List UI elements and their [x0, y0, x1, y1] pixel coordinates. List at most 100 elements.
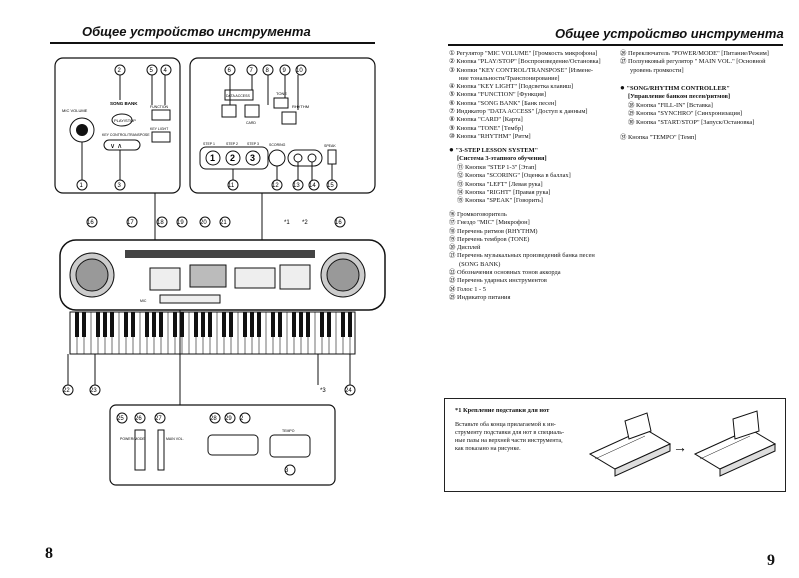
list-item: ⑫ Кнопка "SCORING" [Оценка в баллах] — [457, 172, 571, 180]
marker-14: 14 — [309, 183, 316, 189]
left-page-number: 8 — [45, 545, 53, 562]
right-page-title: Общее устройство инструмента — [555, 26, 784, 41]
marker-21: 21 — [220, 220, 227, 226]
marker-19: 19 — [177, 220, 184, 226]
list-item: ⑩ Кнопка "RHYTHM" [Ритм] — [449, 132, 531, 140]
step3-label: STEP 3 — [247, 142, 259, 146]
marker-13: 13 — [293, 183, 300, 189]
marker-3: 3 — [118, 183, 122, 189]
music-stand-illustration: → — [588, 410, 777, 477]
list-item: ⑨ Кнопка "TONE" [Тембр] — [449, 124, 524, 132]
marker-5: 5 — [150, 68, 154, 74]
card-label: CARD — [246, 121, 256, 125]
rhythm-label: RHYTHM — [292, 104, 309, 109]
list-item: ⑰ Гнездо "MIC" [Микрофон] — [449, 219, 530, 227]
list-item: ⑭ Кнопка "RIGHT" [Правая рука] — [457, 188, 551, 196]
list-item: (SONG BANK) — [459, 260, 501, 268]
list-item: ⑧ Кнопка "CARD" [Карта] — [449, 116, 523, 124]
svg-text:∨ ∧: ∨ ∧ — [110, 143, 122, 150]
speak-label: SPEAK — [324, 144, 336, 148]
list-item: ⑬ Кнопка "LEFT" [Левая рука] — [457, 180, 543, 188]
marker-24: 24 — [345, 388, 352, 394]
list-item: ① Регулятор "MIC VOLUME" [Громкость микр… — [449, 50, 598, 57]
scoring-label: SCORING — [269, 143, 286, 147]
right-title-rule — [448, 44, 783, 46]
lesson-section: ● "3-STEP LESSON SYSTEM" [Система 3-этап… — [449, 145, 547, 164]
marker-15: 15 — [327, 183, 334, 189]
marker-10: 10 — [296, 68, 303, 74]
keyboard-after-illustration — [693, 410, 777, 477]
lesson-subheader: [Система 3-этапного обучения] — [457, 155, 547, 163]
list-item: ⑮ Кнопка "SPEAK" [Говорить] — [457, 197, 543, 205]
list-item: ㉚ Кнопка "START/STOP" [Запуск/Остановка] — [628, 118, 755, 126]
star-2: *2 — [302, 220, 308, 226]
list-item: ㉒ Обозначения основных тонов аккорда — [449, 269, 561, 277]
right-list-col1b: ⑯ Громкоговоритель ⑰ Гнездо "MIC" [Микро… — [449, 211, 595, 302]
list-item: ㉗ Ползунковый регулятор " MAIN VOL." [Ос… — [620, 58, 766, 66]
left-title-rule — [50, 42, 375, 44]
marker-22: 22 — [63, 388, 70, 394]
black-keys — [75, 312, 352, 337]
list-item: ㉓ Перечень ударных инструментов — [449, 277, 547, 285]
marker-7: 7 — [250, 68, 254, 74]
marker-9: 9 — [283, 68, 287, 74]
key-light-label: KEY LIGHT — [150, 127, 169, 131]
play-stop-label: PLAY/STOP — [114, 118, 136, 123]
song-items: ㉘ Кнопка "FILL-IN" [Вставка] ㉙ Кнопка "S… — [628, 102, 754, 127]
list-item: ㉙ Кнопка "SYNCHRO" [Синхронизация] — [628, 110, 743, 118]
list-item: уровень громкости] — [630, 66, 684, 74]
list-item: ④ Кнопка "KEY LIGHT" [Подсветка клавиш] — [449, 83, 574, 91]
note-line: как показано на рисунке. — [455, 445, 521, 452]
list-item: ⑳ Дисплей — [449, 244, 481, 252]
marker-31: 3 — [285, 468, 289, 474]
star-3: *3 — [320, 388, 326, 394]
marker-16b: 16 — [335, 220, 342, 226]
main-vol-label: MAIN VOL. — [166, 437, 184, 441]
list-item: ㉑ Перечень музыкальных произведений банк… — [449, 252, 595, 260]
lesson-items: ⑪ Кнопки "STEP 1-3" [Этап] ⑫ Кнопка "SCO… — [457, 164, 571, 205]
left-page-title: Общее устройство инструмента — [82, 24, 311, 39]
bullet-icon: ● — [620, 83, 625, 92]
list-item: ние тональности/Транспонирование] — [459, 74, 560, 82]
marker-2: 2 — [118, 68, 122, 74]
marker-11: 11 — [228, 183, 235, 189]
note-title: *1 Крепление подставки для нот — [455, 407, 550, 414]
data-access-label: DATA ACCESS — [226, 94, 250, 98]
song-header: "SONG/RHYTHM CONTROLLER" — [626, 85, 730, 92]
list-item: ⑱ Перечень ритмов (RHYTHM) — [449, 227, 538, 235]
song-section: ● "SONG/RHYTHM CONTROLLER" [Управление б… — [620, 83, 731, 102]
list-item: ⑲ Перечень тембров (TONE) — [449, 235, 530, 243]
star-1: *1 — [284, 220, 290, 226]
right-page-number: 9 — [767, 552, 775, 569]
key-control-label: KEY CONTROL/TRANSPOSE — [102, 133, 150, 137]
list-item: ⑦ Индикатор "DATA ACCESS" [Доступ к данн… — [449, 108, 588, 116]
list-item: ⑯ Громкоговоритель — [449, 211, 507, 218]
step-1-button-glyph: 1 — [210, 153, 215, 163]
marker-20: 20 — [200, 220, 207, 226]
song-subheader: [Управление банком песен/ритмов] — [628, 93, 731, 101]
list-item: ㉘ Кнопка "FILL-IN" [Вставка] — [628, 102, 713, 109]
marker-18: 18 — [157, 220, 164, 226]
note-line: струменту подставки для нот в специаль- — [455, 429, 565, 436]
arrow-icon: → — [673, 439, 687, 455]
music-stand-note: *1 Крепление подставки для нот Вставьте … — [444, 398, 786, 492]
note-line: Вставьте оба конца прилагаемой к ин- — [455, 421, 556, 428]
list-item: ⑤ Кнопка "FUNCTION" [Функция] — [449, 91, 546, 99]
marker-29: 29 — [225, 416, 232, 422]
note-line: ные пазы на верхней части инструмента, — [455, 437, 563, 444]
power-mode-label: POWER/MODE — [120, 437, 145, 441]
marker-6: 6 — [228, 68, 232, 74]
step1-label: STEP 1 — [203, 142, 215, 146]
marker-28: 28 — [210, 416, 217, 422]
marker-27: 27 — [155, 416, 162, 422]
marker-17: 17 — [127, 220, 134, 226]
step-3-button-glyph: 3 — [250, 153, 255, 163]
tempo-label: TEMPO — [282, 429, 295, 433]
keyboard-before-illustration — [588, 412, 672, 477]
list-item: ㉖ Переключатель "POWER/MODE" [Питание/Ре… — [620, 50, 769, 57]
keyboard-diagram: MIC VOLUME SONG BANK PLAY/STOP KEY CONTR… — [54, 57, 386, 486]
marker-25: 25 — [117, 416, 124, 422]
list-item: ② Кнопка "PLAY/STOP" [Воспроизведение/Ос… — [449, 58, 601, 66]
marker-8: 8 — [266, 68, 270, 74]
song-bank-label: SONG BANK — [110, 101, 138, 106]
